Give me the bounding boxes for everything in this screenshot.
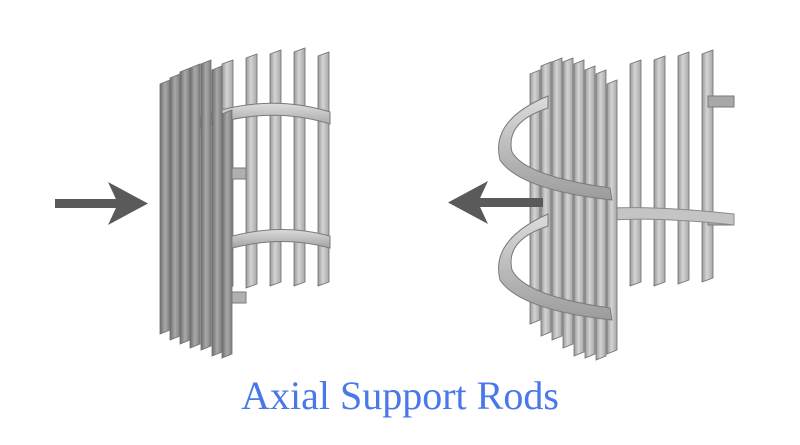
support-rod: [629, 59, 642, 287]
support-rod: [211, 65, 223, 357]
support-rod: [584, 65, 596, 359]
support-rod: [701, 49, 714, 283]
front-rods: [159, 59, 233, 359]
support-rod: [529, 69, 541, 325]
support-rod: [200, 59, 212, 351]
support-rod: [245, 53, 258, 289]
support-rod: [317, 51, 330, 287]
back-ring: [609, 207, 735, 226]
diagram-caption: Axial Support Rods: [241, 373, 559, 418]
support-rod: [677, 51, 690, 285]
support-rod: [269, 49, 282, 287]
support-rod: [573, 59, 585, 357]
arrow-left-icon: [448, 181, 543, 224]
support-rod: [606, 79, 618, 355]
outer-ring-bottom: [498, 213, 613, 321]
support-rod: [551, 57, 563, 341]
rod-cage-arrow-outward: [448, 49, 735, 361]
support-rod: [159, 79, 171, 335]
support-rod: [540, 61, 552, 337]
arrow-right-icon: [55, 182, 148, 225]
support-rod: [221, 109, 233, 359]
support-rod: [179, 67, 191, 345]
outer-ring-top: [498, 95, 613, 201]
support-rod: [189, 63, 201, 349]
support-rod: [653, 55, 666, 287]
rod-cage-arrow-inward: [55, 47, 331, 359]
support-rod: [595, 69, 607, 361]
support-rod: [562, 57, 574, 349]
back-rods: [629, 49, 714, 287]
front-rods: [529, 57, 618, 361]
support-rod: [169, 73, 181, 341]
support-rod: [293, 47, 306, 287]
ring-tab: [707, 95, 735, 108]
middle-ring: [224, 228, 331, 251]
